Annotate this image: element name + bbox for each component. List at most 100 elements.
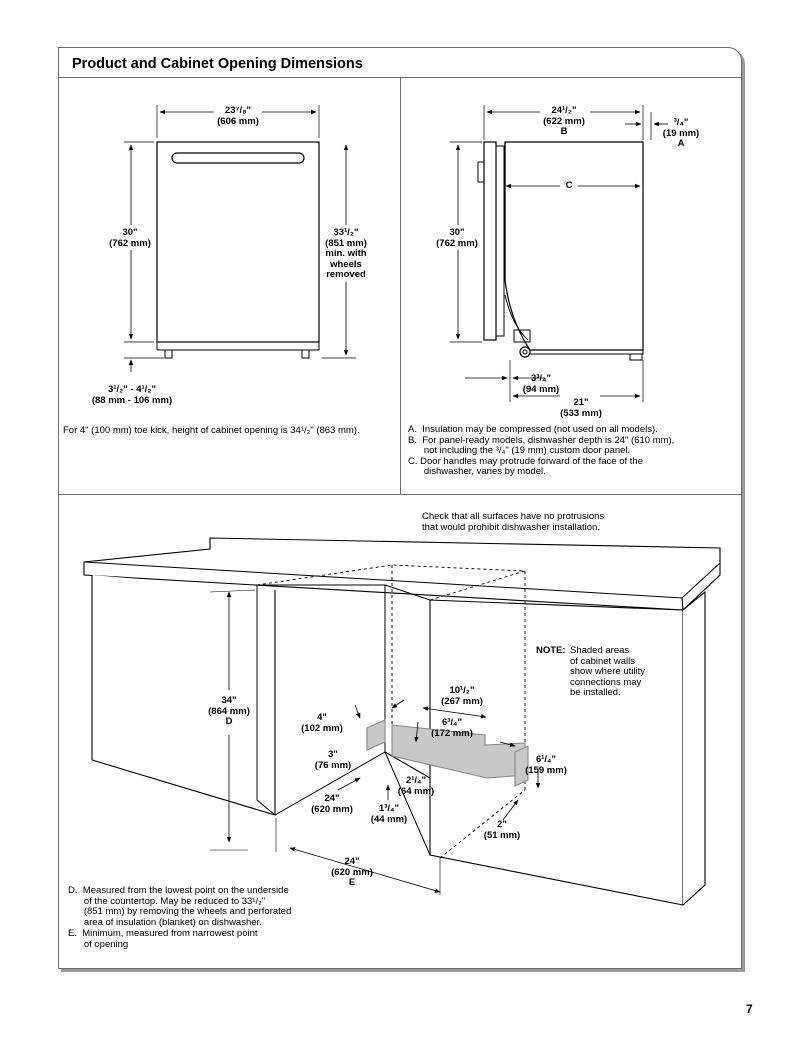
side-height-label: 30" (762 mm) bbox=[431, 227, 483, 249]
shaded-areas-note: NOTE: Shaded areas of cabinet walls show… bbox=[536, 645, 645, 699]
dimensions-panel: Product and Cabinet Opening Dimensions bbox=[58, 47, 742, 969]
front-height-label: 30" (762 mm) bbox=[104, 227, 156, 249]
countertop bbox=[83, 537, 721, 611]
side-depth-letter: B bbox=[560, 126, 568, 137]
front-toe-label: 3¹/₂" - 4¹/₂" (88 mm - 106 mm) bbox=[88, 384, 176, 406]
front-foot-right bbox=[301, 349, 310, 359]
side-view-drawing bbox=[450, 105, 668, 402]
dim-2-1-4-in: 2¹/₄" bbox=[405, 775, 427, 786]
side-foot-label: 3³/₄" (94 mm) bbox=[515, 373, 567, 395]
dim-159mm: (159 mm) bbox=[525, 764, 567, 776]
page-title: Product and Cabinet Opening Dimensions bbox=[72, 56, 363, 72]
cabinet-height-mm: (864 mm) bbox=[208, 705, 250, 717]
side-panel-in: ³/₄" bbox=[673, 117, 689, 128]
dim-6-1-4-label: 6¹/₄" (159 mm) bbox=[520, 754, 572, 776]
dim-3in-label: 3" (76 mm) bbox=[307, 749, 359, 771]
dim-4in: 4" bbox=[317, 712, 327, 723]
side-panel-letter: A bbox=[677, 138, 685, 149]
front-toe-in: 3¹/₂" - 4¹/₂" bbox=[107, 384, 157, 395]
front-width-mm: (606 mm) bbox=[217, 115, 259, 127]
dim-2in: 2" bbox=[497, 819, 507, 830]
dim-1-3-4-in: 1³/₄" bbox=[378, 803, 400, 814]
cabinet-notes: D. Measured from the lowest point on the… bbox=[68, 885, 348, 950]
dim-24in-e: 24" bbox=[344, 856, 360, 867]
side-depth-in: 24¹/₂" bbox=[551, 105, 577, 116]
front-max-height-label: 33¹/₂" (851 mm) min. with wheels removed bbox=[318, 227, 374, 281]
front-max-note1: min. with bbox=[325, 248, 367, 259]
dim-44mm: (44 mm) bbox=[370, 813, 408, 825]
front-view-drawing bbox=[124, 105, 356, 372]
door-panel bbox=[483, 141, 497, 341]
page-number: 7 bbox=[746, 1002, 753, 1016]
dim-2-1-4-label: 2¹/₄" (64 mm) bbox=[390, 775, 442, 797]
hinge bbox=[513, 329, 531, 343]
dim-3in: 3" bbox=[328, 749, 338, 760]
dim-24in-e-label: 24" (620 mm) E bbox=[326, 856, 378, 889]
vertical-divider bbox=[400, 77, 401, 494]
cabinet-note-d: D. Measured from the lowest point on the… bbox=[68, 885, 292, 928]
side-foot-mm: (94 mm) bbox=[522, 383, 560, 395]
dim-267mm: (267 mm) bbox=[441, 695, 483, 707]
dim-4in-label: 4" (102 mm) bbox=[296, 712, 348, 734]
side-panel-label: ³/₄" (19 mm) A bbox=[655, 117, 707, 150]
side-height-in: 30" bbox=[449, 227, 465, 238]
cabinet-note-e: E. Minimum, measured from narrowest poin… bbox=[68, 928, 258, 950]
dim-64mm: (64 mm) bbox=[397, 785, 435, 797]
cabinet-height-in: 34" bbox=[221, 695, 237, 706]
dim-24in-a-label: 24" (620 mm) bbox=[306, 793, 358, 815]
door-inner bbox=[495, 145, 505, 337]
dim-6-3-4-label: 6³/₄" (172 mm) bbox=[426, 717, 478, 739]
rear-foot bbox=[629, 353, 643, 361]
side-base-in: 21" bbox=[573, 397, 589, 408]
left-cabinet bbox=[91, 575, 276, 816]
side-base-label: 21" (533 mm) bbox=[555, 397, 607, 419]
side-foot-in: 3³/₄" bbox=[530, 373, 552, 384]
front-max-note3: removed bbox=[326, 269, 366, 280]
front-max-mm: (851 mm) bbox=[325, 237, 367, 249]
front-height-in: 30" bbox=[122, 227, 138, 238]
front-wheel bbox=[519, 346, 531, 358]
dim-6-3-4-in: 6³/₄" bbox=[441, 717, 463, 728]
note-text: Shaded areas of cabinet walls show where… bbox=[570, 645, 645, 698]
cabinet-height-letter: D bbox=[225, 716, 233, 727]
door-handle bbox=[171, 152, 305, 164]
front-height-mm: (762 mm) bbox=[109, 237, 151, 249]
side-c-label: C bbox=[565, 180, 573, 191]
dim-10-1-2-label: 10¹/₂" (267 mm) bbox=[436, 685, 488, 707]
side-panel-mm: (19 mm) bbox=[662, 127, 700, 139]
front-max-in: 33¹/₂" bbox=[333, 227, 359, 238]
dim-51mm: (51 mm) bbox=[483, 829, 521, 841]
front-max-note2: wheels bbox=[330, 258, 362, 270]
note-label: NOTE: bbox=[536, 645, 566, 656]
cabinet-height-label: 34" (864 mm) D bbox=[203, 695, 255, 728]
dishwasher-front bbox=[156, 141, 320, 343]
horizontal-divider bbox=[59, 494, 741, 495]
tub-side bbox=[504, 141, 644, 351]
dim-10-1-2-in: 10¹/₂" bbox=[449, 685, 475, 696]
cabinet-drawing bbox=[83, 537, 721, 906]
dim-6-1-4-in: 6¹/₄" bbox=[535, 754, 557, 765]
side-base-mm: (533 mm) bbox=[560, 407, 602, 419]
side-note-b: B. For panel-ready models, dishwasher de… bbox=[408, 434, 675, 456]
check-surfaces-note: Check that all surfaces have no protrusi… bbox=[422, 511, 605, 533]
dim-172mm: (172 mm) bbox=[431, 727, 473, 739]
dim-e-letter: E bbox=[348, 877, 356, 888]
front-width-label: 23⁷/₈" (606 mm) bbox=[212, 105, 264, 127]
side-notes: A. Insulation may be compressed (not use… bbox=[408, 424, 738, 478]
front-toe-mm: (88 mm - 106 mm) bbox=[91, 394, 173, 406]
front-foot-left bbox=[164, 349, 173, 359]
side-note-c: C. Door handles may protrude forward of … bbox=[408, 455, 643, 477]
shaded-utility-left bbox=[366, 719, 386, 751]
dim-1-3-4-label: 1³/₄" (44 mm) bbox=[363, 803, 415, 825]
dim-620mm-a: (620 mm) bbox=[311, 803, 353, 815]
dim-24in-a: 24" bbox=[324, 793, 340, 804]
front-width-in: 23⁷/₈" bbox=[224, 105, 252, 116]
side-depth-label: 24¹/₂" (622 mm) B bbox=[538, 105, 590, 138]
dim-620mm-e: (620 mm) bbox=[331, 866, 373, 878]
dim-2in-label: 2" (51 mm) bbox=[476, 819, 528, 841]
dim-76mm: (76 mm) bbox=[314, 759, 352, 771]
toe-kick-note: For 4" (100 mm) toe kick, height of cabi… bbox=[63, 425, 360, 436]
dim-102mm: (102 mm) bbox=[301, 722, 343, 734]
side-height-mm: (762 mm) bbox=[436, 237, 478, 249]
